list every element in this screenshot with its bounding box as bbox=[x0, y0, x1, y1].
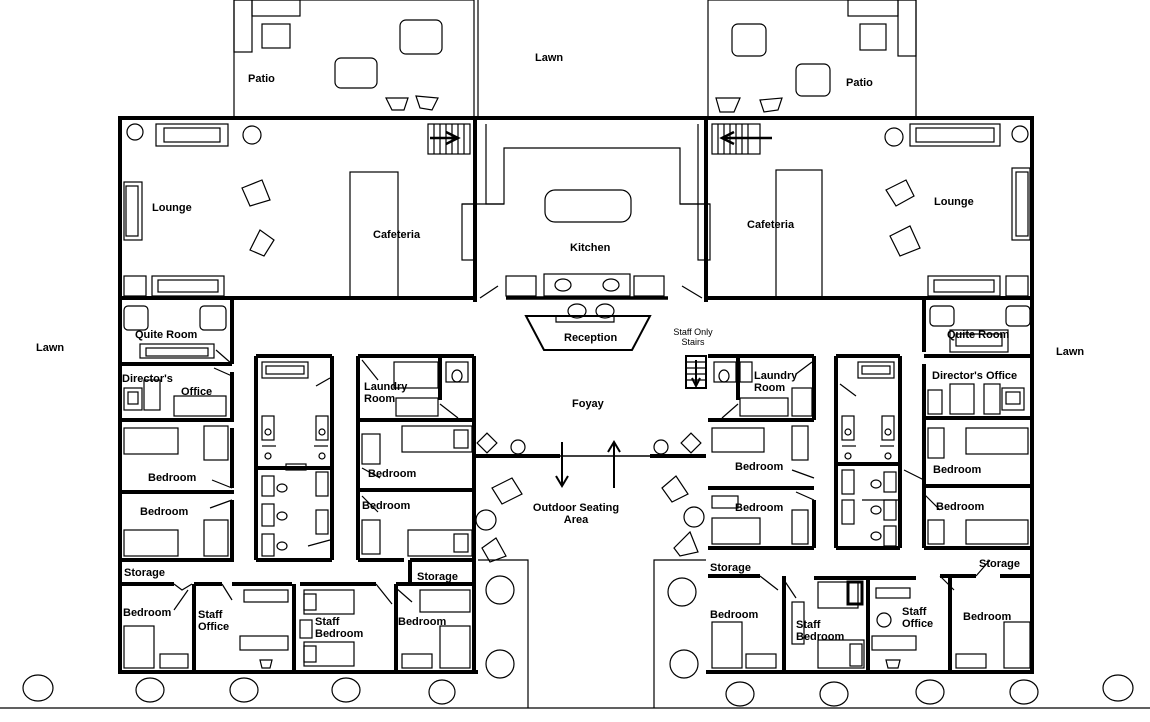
patio-right bbox=[707, 0, 917, 119]
label-staff-only-line2: Stairs bbox=[681, 337, 705, 347]
label-staff-office-line2: Office bbox=[902, 618, 934, 630]
reception-desk bbox=[524, 303, 652, 351]
label-staff-bedroom-line1: Staff bbox=[315, 616, 340, 628]
label-staff-office-right: Staff Office bbox=[902, 606, 933, 630]
label-lounge-right: Lounge bbox=[934, 196, 974, 208]
label-outdoor-seating-line1: Outdoor Seating bbox=[532, 502, 620, 514]
label-laundry-left: Laundry Room bbox=[364, 381, 407, 405]
label-storage: Storage bbox=[124, 567, 165, 579]
label-directors-office-left-2: Office bbox=[181, 386, 213, 398]
label-laundry-right: Laundry Room bbox=[754, 370, 797, 394]
foyer-plants bbox=[476, 432, 702, 455]
label-laundry-right-line2: Room bbox=[754, 382, 786, 394]
label-bedroom: Bedroom bbox=[933, 464, 982, 476]
label-cafeteria-right: Cafeteria bbox=[747, 219, 795, 231]
label-lounge-left: Lounge bbox=[152, 202, 192, 214]
left-wing bbox=[120, 296, 476, 672]
label-staff-office-left: Staff Office bbox=[198, 609, 229, 633]
label-staff-bedroom-right: Staff Bedroom bbox=[796, 619, 844, 643]
label-outdoor-seating: Outdoor Seating Area bbox=[530, 502, 622, 526]
label-staff-office-line1: Staff bbox=[198, 609, 223, 621]
label-staff-office-line2: Office bbox=[198, 621, 230, 633]
label-bedroom: Bedroom bbox=[123, 607, 172, 619]
label-staff-office-line1: Staff bbox=[902, 606, 927, 618]
label-laundry-left-line1: Laundry bbox=[364, 381, 408, 393]
right-wing bbox=[708, 296, 1032, 672]
label-laundry-right-line1: Laundry bbox=[754, 370, 798, 382]
label-bedroom: Bedroom bbox=[936, 501, 985, 513]
bushes bbox=[22, 575, 1134, 707]
exterior-walls bbox=[118, 116, 1034, 674]
label-foyay: Foyay bbox=[572, 398, 604, 410]
label-storage: Storage bbox=[979, 558, 1020, 570]
label-staff-bedroom-line1: Staff bbox=[796, 619, 821, 631]
stairs-right bbox=[711, 123, 772, 155]
label-staff-only-stairs: Staff Only Stairs bbox=[670, 327, 716, 347]
label-lawn-right: Lawn bbox=[1056, 346, 1085, 358]
label-reception: Reception bbox=[564, 332, 618, 344]
lounge-right-furniture bbox=[775, 123, 1031, 299]
label-storage: Storage bbox=[710, 562, 751, 574]
label-kitchen: Kitchen bbox=[570, 242, 611, 254]
label-quite-room-left: Quite Room bbox=[135, 329, 198, 341]
label-cafeteria-left: Cafeteria bbox=[373, 229, 421, 241]
staff-stairs bbox=[685, 355, 707, 389]
label-bedroom: Bedroom bbox=[148, 472, 197, 484]
label-storage: Storage bbox=[417, 571, 458, 583]
label-bedroom: Bedroom bbox=[368, 468, 417, 480]
label-lawn-left: Lawn bbox=[36, 342, 65, 354]
label-directors-office-right: Director's Office bbox=[932, 370, 1018, 382]
label-staff-bedroom-line2: Bedroom bbox=[315, 628, 364, 640]
entrance-arrows bbox=[555, 440, 621, 488]
label-bedroom: Bedroom bbox=[710, 609, 759, 621]
label-patio-left: Patio bbox=[248, 73, 275, 85]
label-staff-only-line1: Staff Only bbox=[673, 327, 713, 337]
label-staff-bedroom-line2: Bedroom bbox=[796, 631, 845, 643]
label-lawn-top: Lawn bbox=[535, 52, 564, 64]
label-bedroom: Bedroom bbox=[963, 611, 1012, 623]
stairs-left bbox=[427, 123, 471, 155]
label-outdoor-seating-line2: Area bbox=[563, 514, 589, 526]
label-bedroom: Bedroom bbox=[735, 502, 784, 514]
label-laundry-left-line2: Room bbox=[364, 393, 396, 405]
label-bedroom: Bedroom bbox=[398, 616, 447, 628]
label-bedroom: Bedroom bbox=[362, 500, 411, 512]
label-directors-office-left-1: Director's bbox=[122, 373, 173, 385]
kitchen bbox=[461, 124, 711, 300]
label-staff-bedroom-left: Staff Bedroom bbox=[315, 616, 363, 640]
label-quite-room-right: Quite Room bbox=[947, 329, 1010, 341]
label-bedroom: Bedroom bbox=[735, 461, 784, 473]
patio-left bbox=[233, 0, 475, 119]
label-patio-right: Patio bbox=[846, 77, 873, 89]
label-bedroom: Bedroom bbox=[140, 506, 189, 518]
